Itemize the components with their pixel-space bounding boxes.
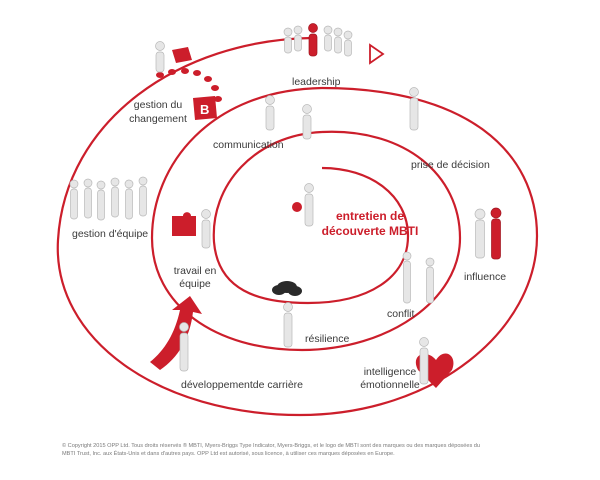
figure-icon xyxy=(425,257,435,304)
figure-icon xyxy=(474,208,486,259)
label-gestion-equipe: gestion d'équipe xyxy=(72,228,149,240)
puzzle-piece xyxy=(172,212,196,236)
figure-icon xyxy=(304,183,314,227)
copyright-line: © Copyright 2015 OPP Ltd. Tous droits ré… xyxy=(62,443,481,449)
figure-icon xyxy=(343,30,353,57)
label-resilience: résilience xyxy=(305,333,350,345)
label-line: changement xyxy=(129,113,187,125)
label-line: travail en xyxy=(173,265,217,277)
label-developpement-carriere: développementde carrière xyxy=(181,379,303,391)
figure-icon xyxy=(124,179,134,220)
figure-icon xyxy=(155,41,165,73)
label-intelligence-emotionnelle: intelligence émotionnelle xyxy=(350,366,430,392)
figure-icon xyxy=(96,180,106,221)
figure-icon xyxy=(138,176,148,217)
label-line: équipe xyxy=(179,278,211,290)
figure-icon xyxy=(265,95,275,131)
figure-icon xyxy=(69,179,79,220)
figure-icon xyxy=(283,302,293,348)
label-influence: influence xyxy=(464,271,507,283)
dark-cloud xyxy=(272,281,302,296)
figure-icon xyxy=(409,87,419,131)
figure-icon xyxy=(402,251,412,304)
label-travail-equipe: travail en équipe xyxy=(170,265,220,291)
leader-figure-icon xyxy=(308,23,318,57)
figure-icon xyxy=(419,337,429,385)
career-arrow xyxy=(150,296,202,370)
spiral-track xyxy=(56,36,539,417)
label-gestion-changement: gestion du changement xyxy=(123,98,193,126)
letter-blocks: B xyxy=(172,47,217,120)
label-leadership: leadership xyxy=(292,76,341,88)
center-title: entretien de découverte MBTI xyxy=(300,209,440,239)
label-line: émotionnelle xyxy=(360,379,420,391)
figure-icon xyxy=(302,104,312,140)
label-line: gestion du xyxy=(133,99,183,111)
figure-icon xyxy=(110,177,120,218)
figure-icon xyxy=(201,209,211,249)
figure-icon xyxy=(283,27,293,54)
label-communication: communication xyxy=(213,139,284,151)
label-conflit: conflit xyxy=(387,308,415,320)
red-accents xyxy=(292,202,302,212)
play-arrow-icon xyxy=(369,43,385,65)
dashed-arc xyxy=(156,68,222,102)
center-title-line: entretien de xyxy=(335,209,404,223)
label-line: intelligence xyxy=(363,366,417,378)
copyright-notice: © Copyright 2015 OPP Ltd. Tous droits ré… xyxy=(62,443,546,458)
figure-icon xyxy=(179,322,189,372)
label-prise-decision: prise de décision xyxy=(411,159,490,171)
svg-text:B: B xyxy=(200,102,209,117)
figure-icon xyxy=(490,207,502,260)
red-ball xyxy=(292,202,302,212)
figure-icon xyxy=(333,27,343,54)
figure-icon xyxy=(293,25,303,52)
figure-icon xyxy=(323,25,333,52)
copyright-line: MBTI Trust, Inc. aux États-Unis et dans … xyxy=(62,450,395,457)
figure-icon xyxy=(83,178,93,219)
center-title-line: découverte MBTI xyxy=(321,224,419,238)
figure-icons xyxy=(69,23,502,385)
